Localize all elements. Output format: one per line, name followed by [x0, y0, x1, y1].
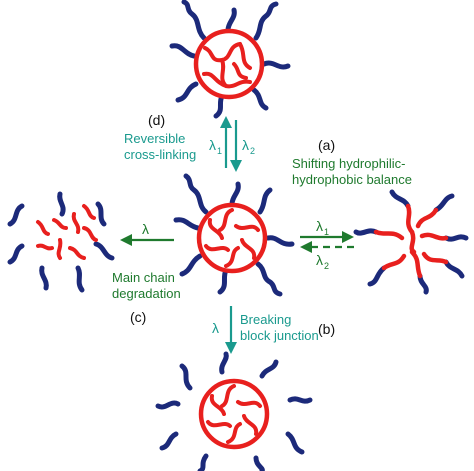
core-shell [198, 378, 270, 450]
lambda-a-fwd: λ [316, 218, 323, 234]
label-d-text-2: cross-linking [124, 147, 196, 162]
lambda-d-down: λ [242, 137, 249, 153]
corona-fragments [7, 191, 115, 293]
lambda-a-fwd-sub: 1 [324, 227, 329, 237]
micelle-center [173, 173, 295, 297]
hydrophobic-chains [373, 203, 449, 279]
degraded-fragments [7, 191, 115, 293]
lambda-a-back: λ [316, 252, 323, 268]
core-pinwheel [206, 384, 262, 444]
micelle-broken-junction [155, 351, 313, 471]
label-b: (b) [318, 321, 335, 337]
lambda-a-back-sub: 2 [324, 261, 329, 271]
lambda-c: λ [142, 221, 149, 237]
lambda-d-down-sub: 2 [250, 146, 255, 156]
arrow-a-back [300, 241, 354, 253]
label-d: (d) [148, 112, 165, 128]
label-c: (c) [130, 309, 146, 325]
label-d-text-1: Reversible [124, 131, 185, 146]
arrow-d-down [230, 120, 242, 172]
label-b-text-2: block junction [240, 328, 319, 343]
dissociated-unimers [353, 189, 469, 295]
label-b-text-1: Breaking [240, 312, 291, 327]
detached-chains [155, 351, 313, 471]
core-shell [196, 202, 268, 274]
label-c-text-1: Main chain [112, 270, 175, 285]
label-a: (a) [318, 137, 335, 153]
lambda-b: λ [212, 320, 219, 336]
lambda-d-up: λ [209, 137, 216, 153]
arrow-a-forward [300, 231, 354, 243]
arrow-c [120, 234, 174, 246]
arrow-d-up [220, 116, 232, 168]
arrow-b [225, 306, 237, 354]
core-pinwheel [204, 208, 260, 268]
lambda-d-up-sub: 1 [217, 146, 222, 156]
core-crosslinks [202, 42, 252, 89]
label-c-text-2: degradation [112, 286, 181, 301]
core-fragments [36, 204, 98, 260]
label-a-text-2: hydrophobic balance [292, 172, 412, 187]
corona-chains [173, 173, 295, 297]
label-a-text-1: Shifting hydrophilic- [292, 156, 405, 171]
micelle-crosslinked [169, 0, 291, 119]
